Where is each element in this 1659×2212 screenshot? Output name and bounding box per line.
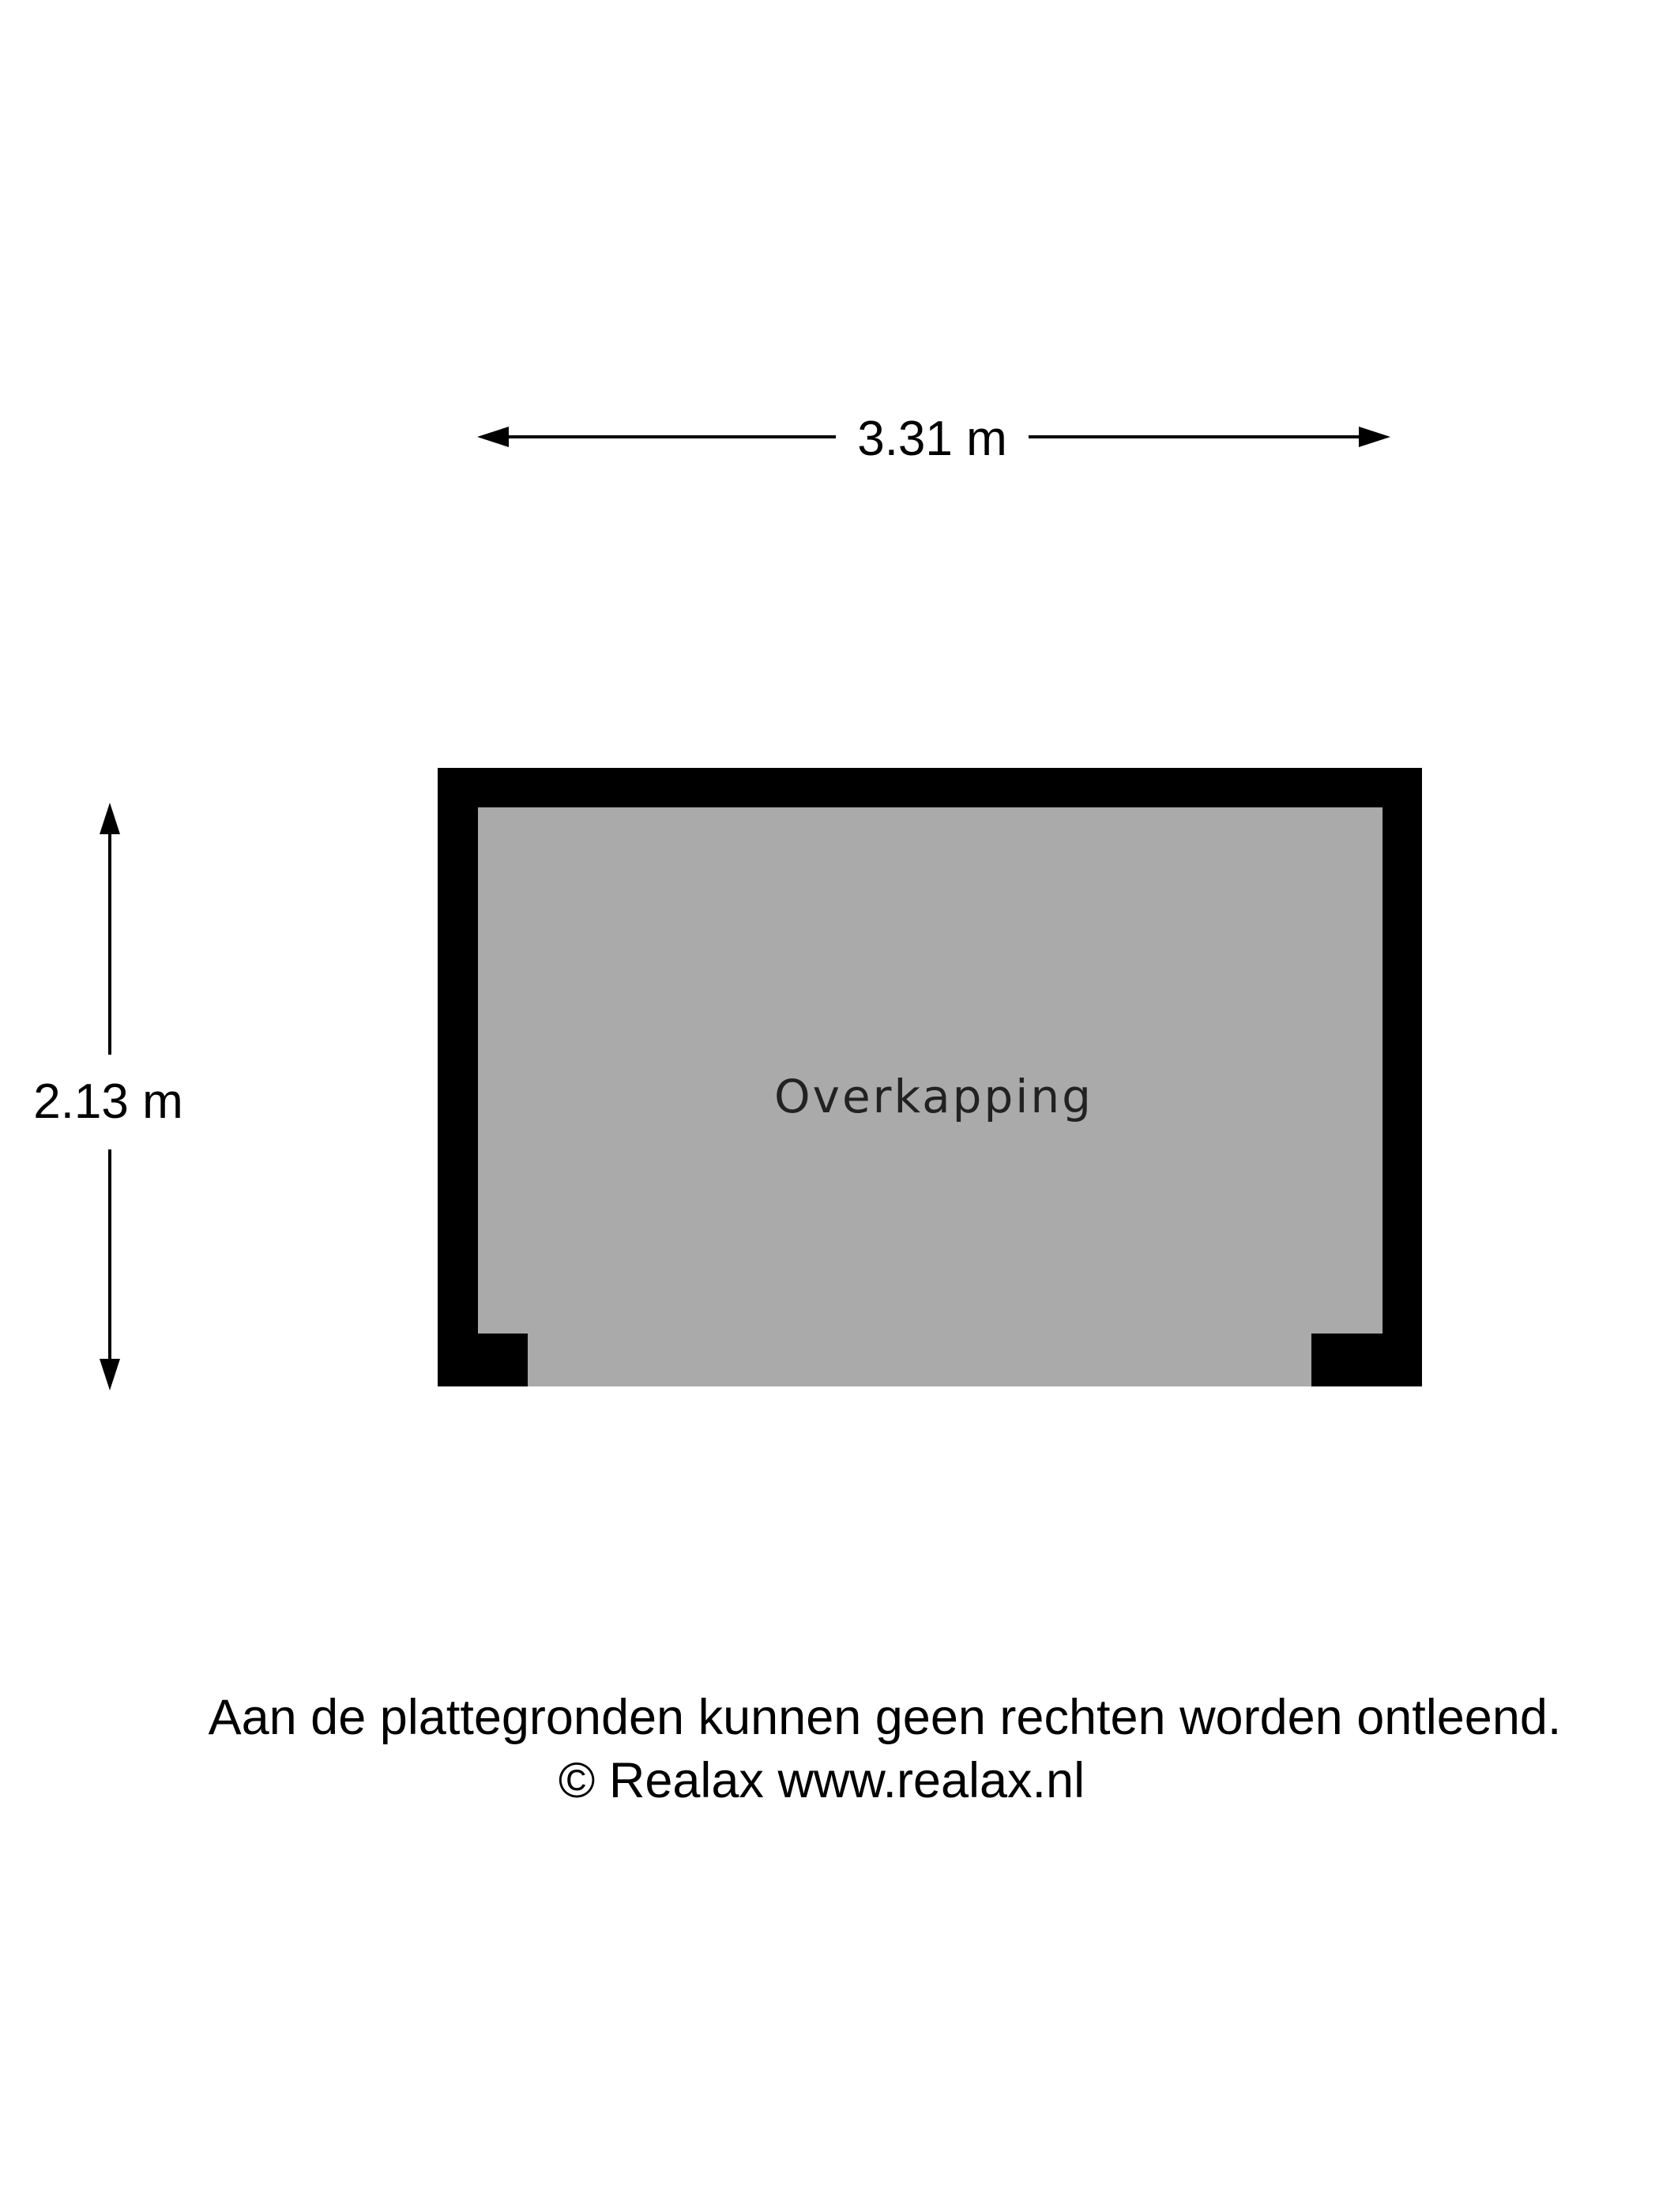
wall-left — [438, 768, 478, 1386]
width-arrow-left-icon — [477, 427, 509, 447]
depth-arrow-down-icon — [100, 1359, 120, 1390]
depth-arrow-up-icon — [100, 803, 120, 834]
copyright-text: © Realax www.realax.nl — [558, 1753, 1085, 1808]
room-overkapping: Overkapping — [438, 768, 1422, 1386]
room-label: Overkapping — [774, 1070, 1093, 1123]
wall-right — [1382, 768, 1422, 1386]
width-arrow-right-icon — [1359, 427, 1390, 447]
width-dimension: 3.31 m — [477, 412, 1390, 466]
disclaimer-text: Aan de plattegronden kunnen geen rechten… — [208, 1690, 1562, 1745]
depth-dimension: 2.13 m — [33, 803, 183, 1390]
column-bottom-left — [438, 1334, 528, 1386]
room-floor — [438, 768, 1422, 1386]
depth-label: 2.13 m — [33, 1074, 183, 1129]
column-bottom-right — [1311, 1334, 1422, 1386]
width-label: 3.31 m — [857, 412, 1007, 466]
wall-top — [438, 768, 1422, 807]
